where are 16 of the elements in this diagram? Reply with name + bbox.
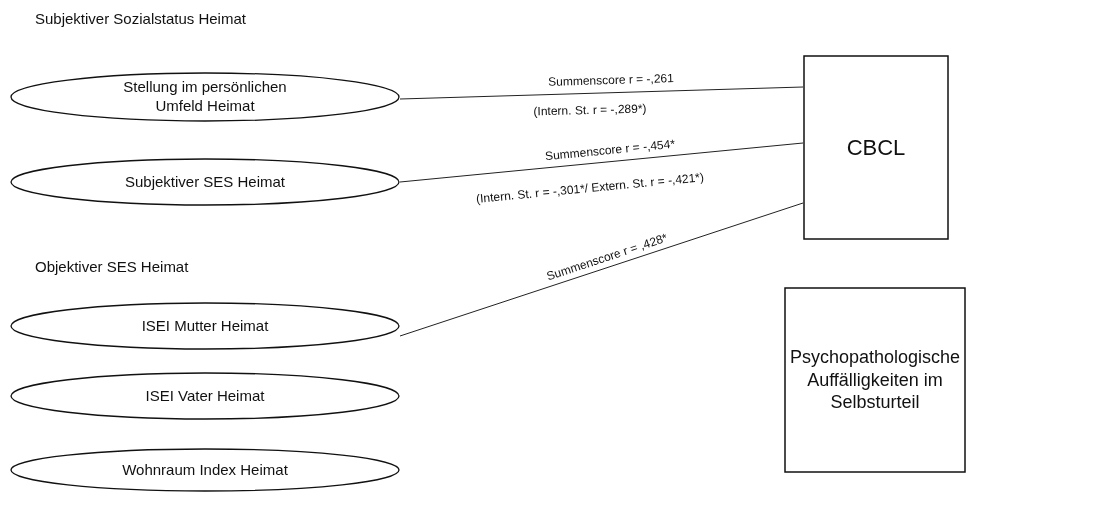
edge-note: (Intern. St. r = -,289*) xyxy=(533,101,647,119)
group-heading: Subjektiver Sozialstatus Heimat xyxy=(35,10,246,27)
edge-label: Summenscore r = -,454* xyxy=(544,136,676,163)
node-label: Psychopathologische Auffälligkeiten im Selbsturteil xyxy=(789,346,961,414)
node-label: ISEI Vater Heimat xyxy=(145,386,265,406)
node-label: CBCL xyxy=(846,133,906,162)
connector-line xyxy=(399,86,804,100)
node-label: Stellung im persönlichen Umfeld Heimat xyxy=(122,78,288,116)
node-label: Subjektiver SES Heimat xyxy=(124,172,286,192)
node-label: Wohnraum Index Heimat xyxy=(122,460,288,480)
edge-note: (Intern. St. r = -,301*/ Extern. St. r = -,421*) xyxy=(475,170,705,206)
connector-line xyxy=(399,202,804,337)
connector-line xyxy=(399,142,804,183)
group-heading: Objektiver SES Heimat xyxy=(35,258,189,275)
edge-label: Summenscore r = -,261 xyxy=(548,71,675,89)
node-label: ISEI Mutter Heimat xyxy=(141,316,269,336)
